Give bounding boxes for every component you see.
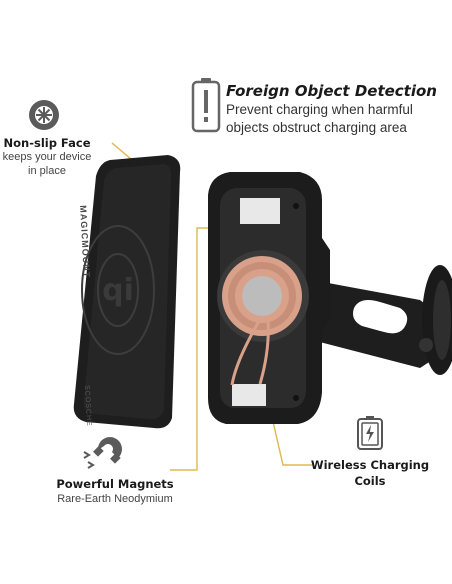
non-slip-line2: in place: [28, 165, 66, 177]
magnets-sub: Rare-Earth Neodymium: [57, 493, 173, 505]
magnets-title: Powerful Magnets: [56, 477, 174, 491]
non-slip-title: Non-slip Face: [3, 136, 91, 150]
front-face-plate: qi: [73, 155, 181, 429]
svg-text:qi: qi: [102, 273, 134, 308]
magnet-icon: [83, 437, 122, 469]
coils-line2: Coils: [354, 474, 386, 488]
battery-warning-icon: [191, 78, 221, 133]
foreign-object-title: Foreign Object Detection: [226, 82, 437, 100]
mount-arm: [312, 265, 452, 375]
coils-title: Wireless Charging: [310, 458, 430, 472]
charging-battery-icon: [357, 416, 383, 450]
back-plate: [208, 172, 330, 424]
non-slip-line1: keeps your device: [2, 151, 92, 163]
foreign-object-line1: Prevent charging when harmful: [226, 102, 413, 117]
gear-tread-icon: [29, 100, 59, 130]
foreign-object-line2: objects obstruct charging area: [226, 120, 407, 135]
